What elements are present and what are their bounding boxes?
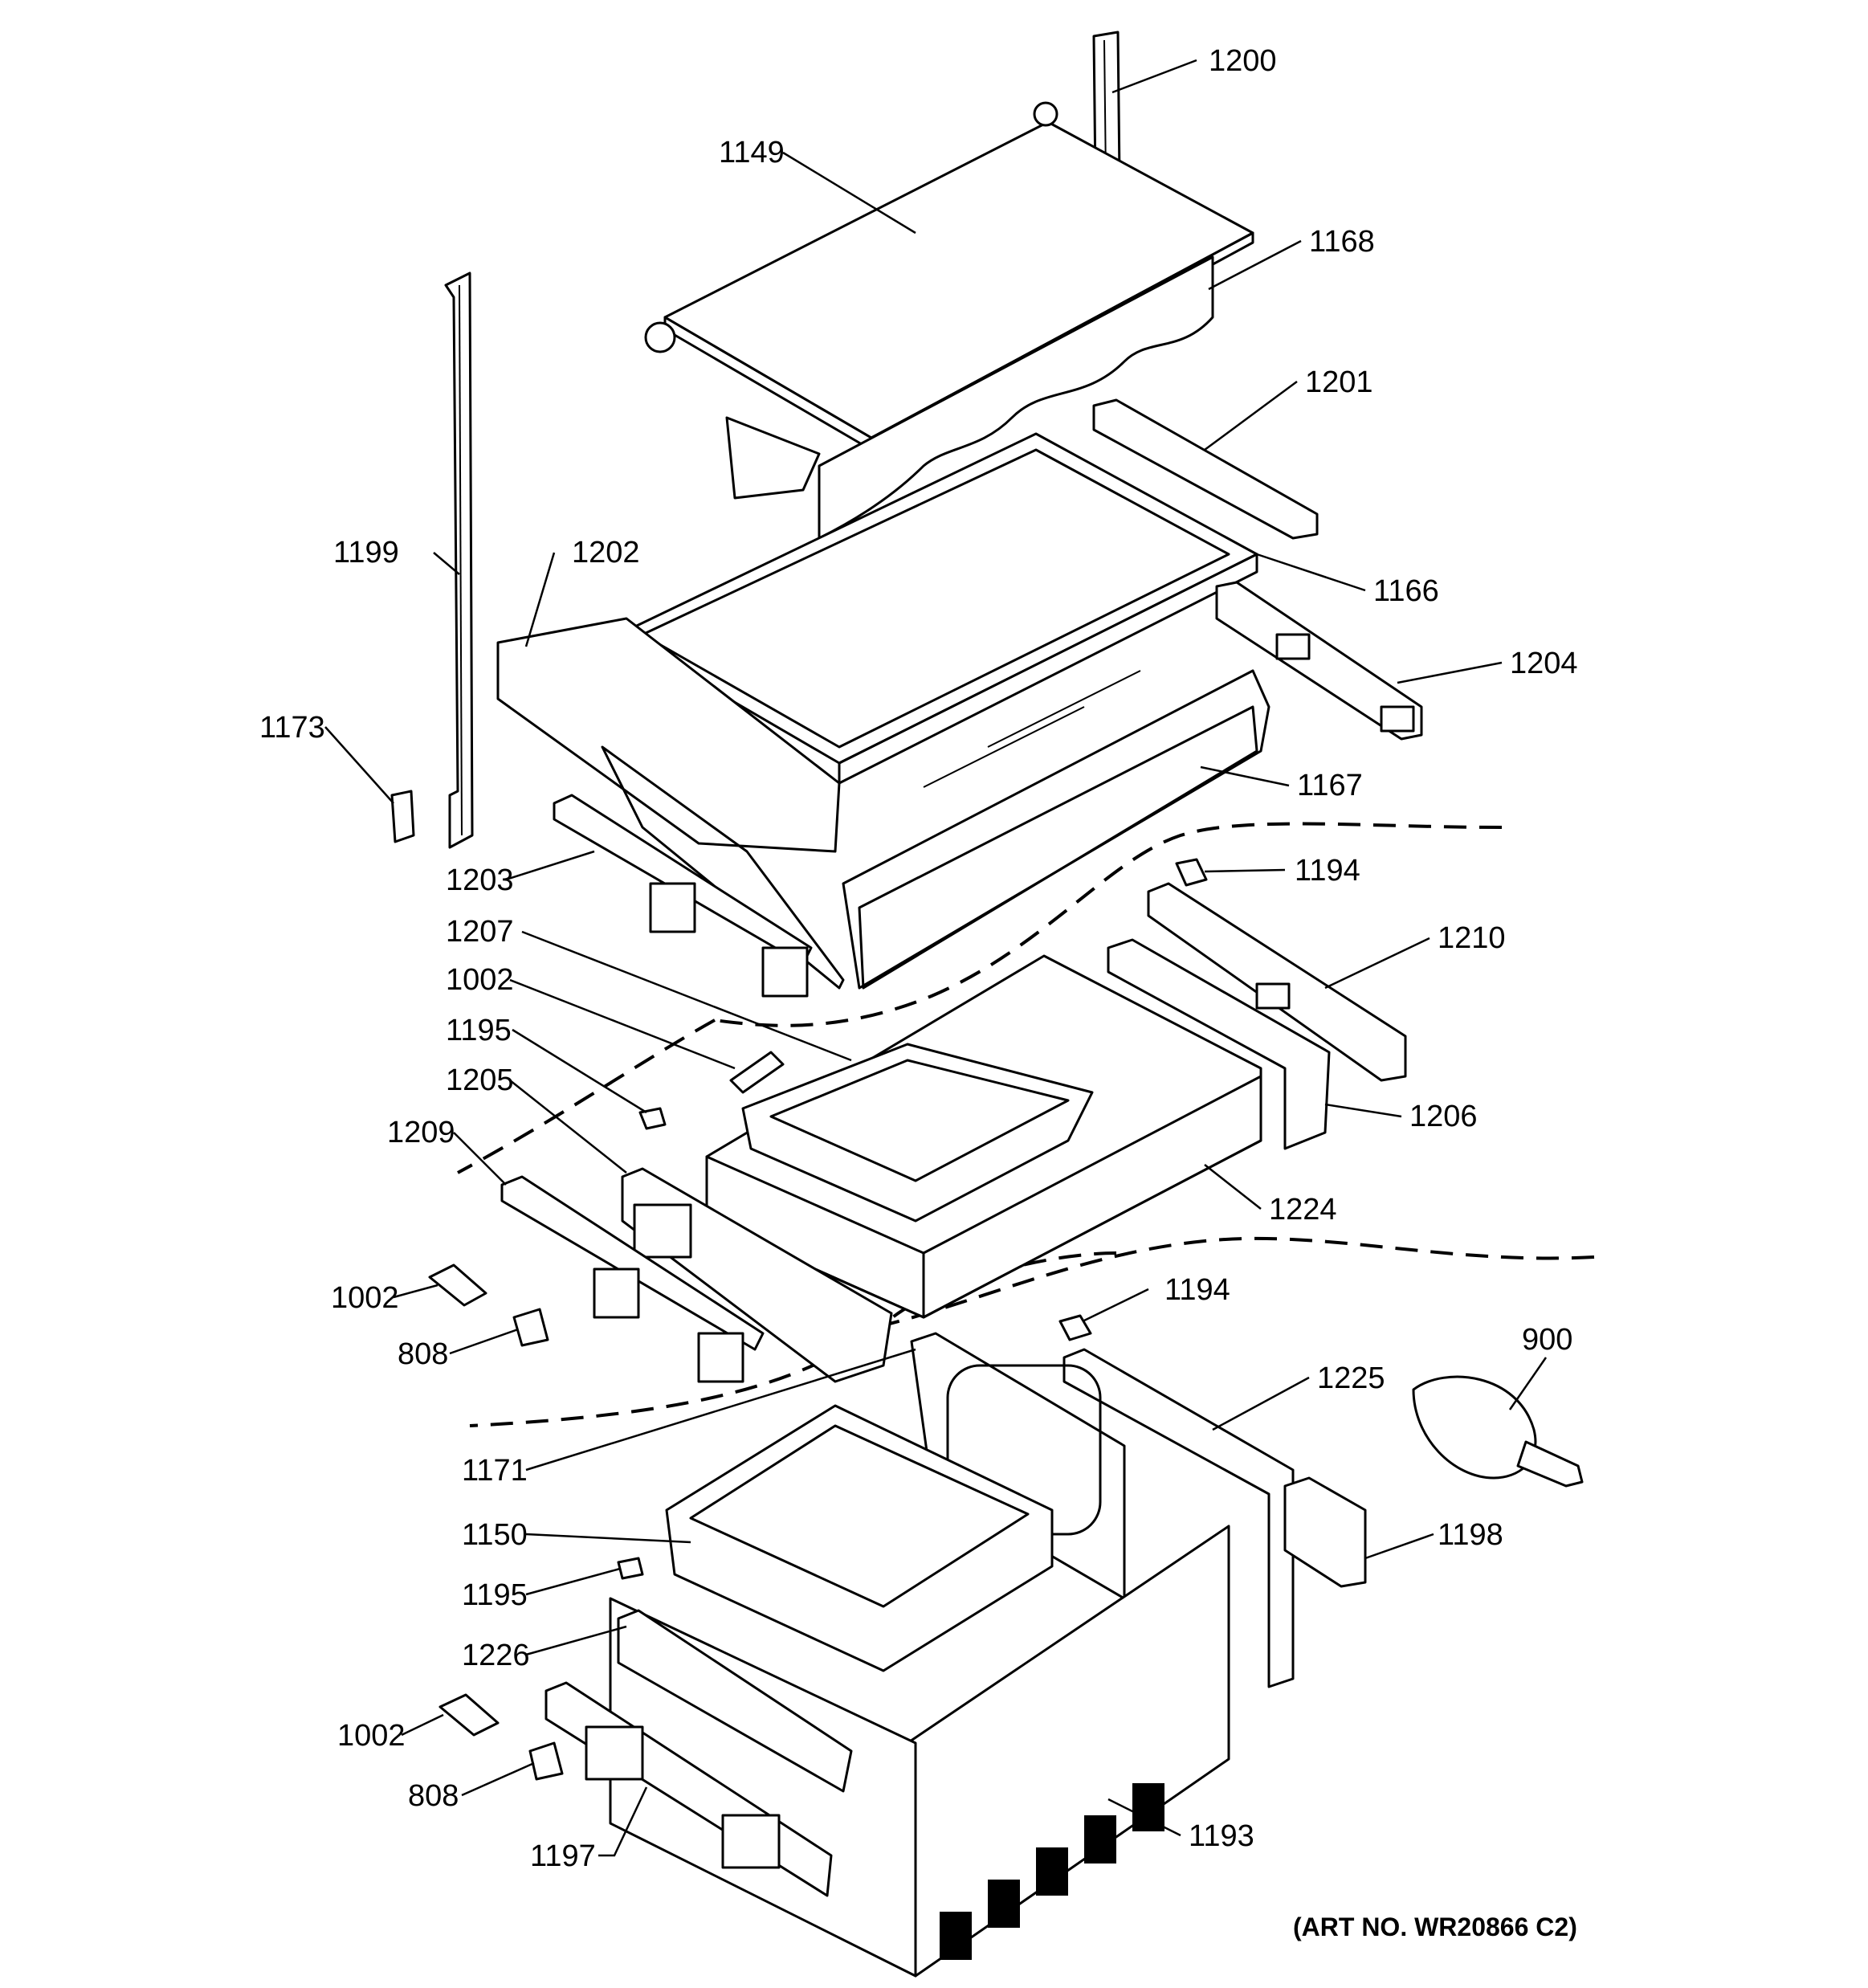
part-1204-slide xyxy=(1215,581,1423,741)
callout-1167: 1167 xyxy=(1297,769,1363,802)
part-1226-rail xyxy=(617,1609,853,1793)
callout-1225: 1225 xyxy=(1317,1361,1385,1395)
callout-1002-left: 1002 xyxy=(331,1281,399,1315)
part-1150-bin xyxy=(665,1404,1054,1672)
callout-900: 900 xyxy=(1522,1323,1572,1357)
part-1167-drawer-frame xyxy=(496,617,1270,990)
part-1205-rail xyxy=(621,1167,893,1383)
callout-1166: 1166 xyxy=(1373,574,1439,608)
callout-1200: 1200 xyxy=(1209,44,1277,78)
callout-1207: 1207 xyxy=(446,915,514,949)
callout-1193: 1193 xyxy=(1189,1819,1254,1853)
part-1173-clip xyxy=(390,790,415,843)
callout-1149: 1149 xyxy=(719,136,785,169)
part-1002-cam-left xyxy=(428,1263,487,1307)
part-808-clip-lower xyxy=(528,1741,564,1781)
part-1206-bracket xyxy=(1107,938,1331,1150)
callout-1002-lower: 1002 xyxy=(337,1719,406,1753)
art-number: (ART NO. WR20866 C2) xyxy=(1293,1912,1577,1941)
callout-1201: 1201 xyxy=(1305,365,1373,399)
callout-1194-upper: 1194 xyxy=(1295,854,1360,888)
part-900-ice-scoop xyxy=(1412,1375,1584,1488)
callout-808-left: 808 xyxy=(398,1337,448,1371)
part-1203-slide xyxy=(553,794,813,998)
part-1199-rail xyxy=(444,271,474,849)
part-1168-humidity-flap xyxy=(725,255,1214,540)
callout-1209: 1209 xyxy=(387,1116,455,1149)
callout-1226: 1226 xyxy=(462,1639,530,1672)
callout-1204: 1204 xyxy=(1510,647,1578,680)
callout-1002-mid: 1002 xyxy=(446,963,514,997)
part-1195-clip-lower xyxy=(617,1557,644,1580)
part-1209-slide xyxy=(500,1175,765,1383)
callout-labels: 1200 1149 1168 1201 1199 1202 1166 1204 … xyxy=(259,44,1578,1941)
callout-1194-lower: 1194 xyxy=(1164,1273,1230,1307)
callout-1202: 1202 xyxy=(572,536,640,569)
callout-1198: 1198 xyxy=(1438,1518,1503,1552)
part-1149-crisper-cover xyxy=(644,101,1254,451)
part-1002-cam-lower xyxy=(438,1693,500,1737)
part-1166-glass-shelf xyxy=(617,432,1258,785)
part-1194-clip-upper xyxy=(1175,858,1208,887)
callout-1195-lower: 1195 xyxy=(462,1578,528,1612)
part-1197-slide xyxy=(544,1681,833,1897)
part-1225-rail xyxy=(1062,1348,1295,1688)
callout-1173: 1173 xyxy=(259,711,325,745)
part-1201-bracket xyxy=(1092,398,1319,540)
callout-1168: 1168 xyxy=(1309,225,1375,259)
callout-1206: 1206 xyxy=(1409,1100,1478,1133)
leader-lines xyxy=(324,59,1548,1857)
basket-vents xyxy=(940,1783,1164,1960)
callout-1171: 1171 xyxy=(462,1454,528,1488)
part-1207-small-bin xyxy=(741,1043,1094,1223)
callout-1205: 1205 xyxy=(446,1063,514,1097)
callout-1210: 1210 xyxy=(1438,921,1506,955)
callout-1197: 1197 xyxy=(530,1839,596,1873)
part-1198-slide xyxy=(1283,1476,1367,1588)
callout-1199: 1199 xyxy=(333,536,399,569)
part-808-clip-left xyxy=(512,1308,549,1347)
part-1210-slide xyxy=(1147,882,1407,1082)
callout-1150: 1150 xyxy=(462,1518,528,1552)
part-1195-clip-mid xyxy=(638,1107,667,1130)
part-1002-cam-mid xyxy=(729,1051,785,1094)
callout-1203: 1203 xyxy=(446,863,514,897)
callout-1195-mid: 1195 xyxy=(446,1014,512,1047)
callout-1224: 1224 xyxy=(1269,1193,1337,1227)
section-divider-lines xyxy=(457,822,1595,1427)
callout-808-lower: 808 xyxy=(408,1779,459,1813)
